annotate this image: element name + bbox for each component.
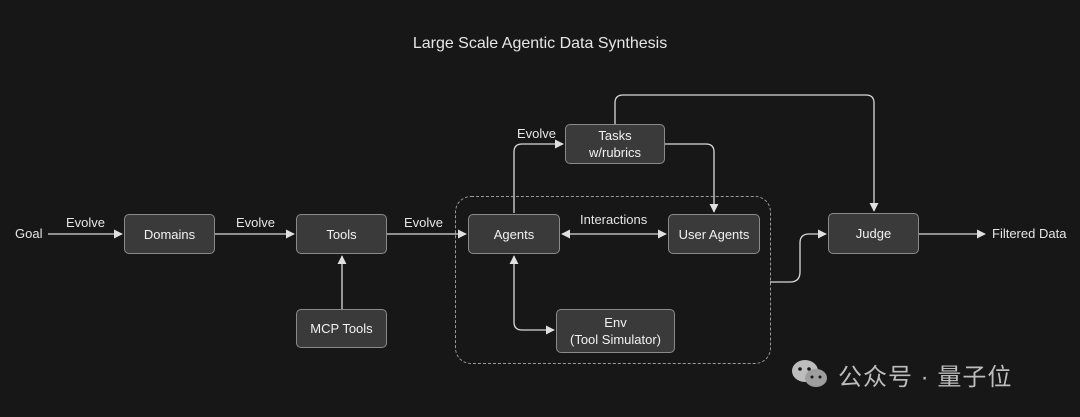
arrow-tasks-judge [614, 94, 879, 212]
filtered-data-label: Filtered Data [992, 226, 1067, 241]
evolve-label-tasks: Evolve [517, 126, 557, 141]
domains-node: Domains [124, 214, 215, 254]
tasks-node-label: Tasks [598, 128, 632, 143]
mcp-tools-node-label: MCP Tools [310, 321, 373, 336]
tasks-node: Tasks w/rubrics [565, 124, 665, 164]
judge-node: Judge [828, 213, 919, 254]
user-agents-node: User Agents [668, 214, 760, 254]
evolve-label-3: Evolve [404, 215, 444, 230]
judge-node-label: Judge [855, 226, 892, 241]
env-node-label: Env [604, 315, 627, 330]
arrow-tasks-useragents [665, 143, 719, 213]
tools-node-label: Tools [326, 226, 357, 242]
env-node-sublabel: (Tool Simulator) [569, 332, 662, 347]
interactions-label: Interactions [580, 212, 648, 227]
domains-node-label: Domains [143, 226, 196, 242]
tasks-node-sublabel: w/rubrics [588, 145, 641, 160]
user-agents-node-label: User Agents [678, 226, 750, 242]
arrow-group-judge [770, 229, 827, 283]
watermark-text: 公众号 · 量子位 [838, 363, 1013, 391]
arrow-agents-env [509, 255, 555, 335]
arrow-agents-tasks [513, 139, 564, 213]
tools-node: Tools [296, 214, 387, 254]
watermark: 公众号 · 量子位 [790, 356, 1012, 392]
goal-label: Goal [15, 226, 43, 241]
evolve-label-1: Evolve [66, 215, 106, 230]
agents-node-label: Agents [493, 226, 535, 242]
agent-interaction-group [455, 196, 771, 364]
evolve-label-2: Evolve [236, 215, 276, 230]
env-node: Env (Tool Simulator) [556, 309, 675, 353]
wechat-logo-icon [792, 360, 827, 387]
agents-node: Agents [468, 214, 560, 254]
mcp-tools-node: MCP Tools [296, 309, 387, 348]
diagram-title: Large Scale Agentic Data Synthesis [412, 35, 668, 52]
